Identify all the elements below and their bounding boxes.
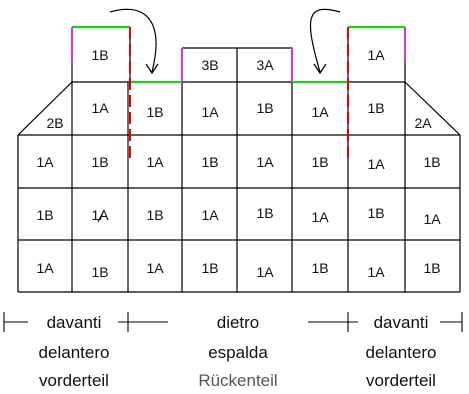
right-caption-german: vorderteil <box>366 371 436 390</box>
grid-cell-r4-c3: 1A <box>146 260 164 276</box>
cut-lines <box>129 27 349 160</box>
grid-cell-r3-c2: 1A <box>91 207 109 223</box>
grid-cell-r3-c8: 1A <box>423 211 441 227</box>
small-tick-mark <box>97 209 105 223</box>
seam-edges <box>70 25 407 84</box>
raised-cell-right-top: 1A <box>367 47 385 63</box>
left-arrow-head <box>145 63 159 75</box>
left-caption-german: vorderteil <box>39 371 109 390</box>
left-shoulder-slant <box>17 81 73 136</box>
grid-cell-r4-c2: 1B <box>91 264 108 280</box>
corner-cell-right: 2A <box>414 115 432 131</box>
raised-cell-center-right-top: 3A <box>256 57 274 73</box>
grid-cell-r4-c7: 1A <box>367 264 385 280</box>
left-caption-italian: davanti <box>47 313 102 332</box>
grid-cell-r4-c8: 1B <box>423 260 440 276</box>
raised-cell-center-left-top: 3B <box>201 57 218 73</box>
raised-cell-left-top: 1B <box>91 47 108 63</box>
grid-cell-r3-c7: 1B <box>367 205 384 221</box>
grid-cell-r1-c2: 1A <box>91 100 109 116</box>
grid-cell-r3-c5: 1B <box>256 205 273 221</box>
grid-cell-r1-c7: 1B <box>367 100 384 116</box>
grid-cell-r2-c3: 1A <box>146 154 164 170</box>
grid-cell-r4-c1: 1A <box>36 260 54 276</box>
arrows <box>109 8 341 75</box>
center-caption-german: Rückenteil <box>198 371 277 390</box>
grid-cell-r2-c2: 1B <box>91 154 108 170</box>
center-caption-italian: dietro <box>217 313 260 332</box>
grid-cell-r3-c1: 1B <box>36 207 53 223</box>
right-caption-italian: davanti <box>374 313 429 332</box>
grid-cell-r3-c4: 1A <box>201 207 219 223</box>
left-caption-spanish: delantero <box>39 343 110 362</box>
grid-cell-r3-c6: 1A <box>311 209 329 225</box>
grid-cell-r4-c4: 1B <box>201 260 218 276</box>
grid-cell-r2-c1: 1A <box>36 154 54 170</box>
grid-cell-r2-c5: 1A <box>256 154 274 170</box>
grid-cell-r1-c6: 1A <box>311 104 329 120</box>
grid-lines <box>17 26 461 293</box>
grid-cell-r3-c3: 1B <box>146 207 163 223</box>
grid-cell-r2-c6: 1B <box>311 154 328 170</box>
right-arrow-head <box>313 63 327 75</box>
grid-cell-r2-c7: 1A <box>367 156 385 172</box>
center-caption-spanish: espalda <box>208 343 268 362</box>
grid-cell-r2-c8: 1B <box>423 154 440 170</box>
corner-cell-left: 2B <box>46 115 63 131</box>
right-caption-spanish: delantero <box>366 343 437 362</box>
grid-cell-r1-c3: 1B <box>146 104 163 120</box>
section-rulers <box>3 312 463 332</box>
grid-cell-r2-c4: 1B <box>201 154 218 170</box>
grid-cell-r1-c4: 1A <box>201 104 219 120</box>
grid-cell-r4-c5: 1A <box>256 264 274 280</box>
grid-cell-r4-c6: 1B <box>311 260 328 276</box>
grid-cell-r1-c5: 1B <box>256 100 273 116</box>
right-shoulder-slant <box>404 81 461 136</box>
center-raised-block-outline <box>181 47 293 82</box>
left-curved-arrow <box>109 8 157 73</box>
cell-labels: 1B 3B 3A 1A 2B 2A 1A 1B 1A 1B 1A 1B 1A 1B 1A 1B 1A 1B 1A 1B… <box>36 47 441 280</box>
right-curved-arrow <box>309 8 341 73</box>
